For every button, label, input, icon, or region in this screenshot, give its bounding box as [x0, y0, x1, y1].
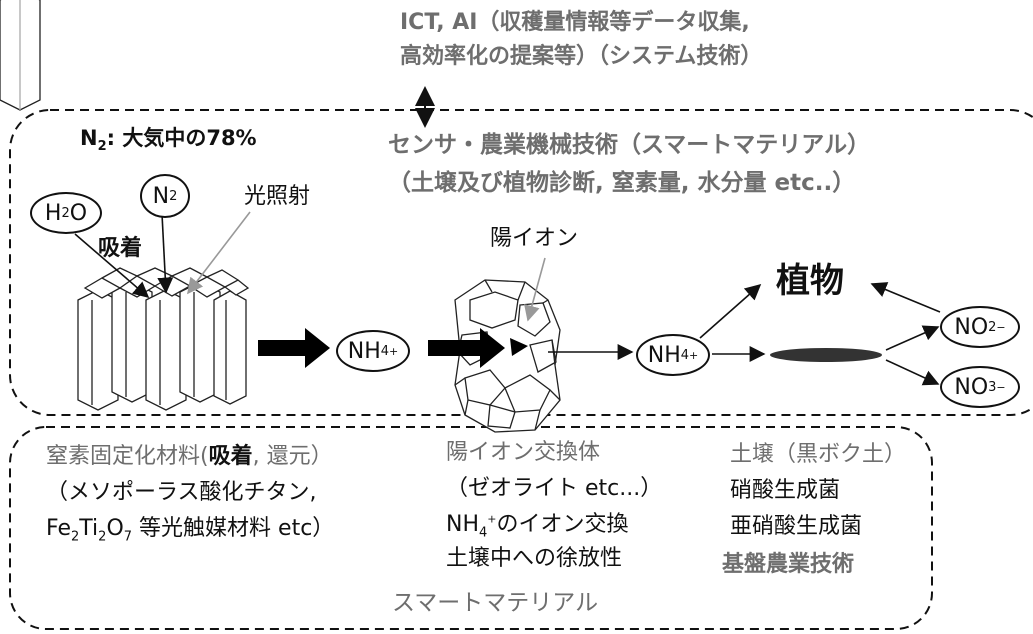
soil-andosol-title: 土壌（黒ボク土）: [730, 442, 907, 467]
photocatalyst-materials: Fe2Ti2O7 等光触媒材料 etc）: [46, 516, 335, 545]
flow-arrow-1: [258, 328, 330, 368]
slow-release-text: 土壌中への徐放性: [446, 546, 623, 571]
lower-material-box: [9, 426, 933, 630]
flow-arrow-2: [428, 328, 505, 368]
n-fixation-material-title: 窒素固定化材料(吸着, 還元）: [46, 444, 333, 469]
nitrite-bacteria: 亜硝酸生成菌: [730, 514, 863, 539]
adsorption-label: 吸着: [98, 236, 143, 261]
nh4-ion-exchange-text: NH4+のイオン交換: [446, 512, 629, 541]
n2-atmosphere-label: N2: 大気中の78%: [80, 126, 257, 155]
arrow-soil-to-no3: [885, 359, 940, 386]
soil-ellipse: [770, 348, 882, 362]
light-irradiation-label: 光照射: [244, 184, 311, 209]
arrow-nh4-to-plant: [699, 283, 762, 339]
arrow-h2o-adsorb: [74, 233, 150, 299]
cation-exchanger-title: 陽イオン交換体: [446, 440, 601, 465]
nitrate-bacteria: 硝酸生成菌: [730, 478, 841, 503]
mesoporous-titania: （メソポーラス酸化チタン,: [46, 480, 317, 505]
cation-label: 陽イオン: [490, 226, 579, 251]
arrow-soil-to-no2: [885, 325, 940, 351]
sensor-tech-line-1: センサ・農業機械技術（スマートマテリアル）: [388, 132, 871, 158]
pore-arrow: [510, 338, 528, 356]
base-agri-tech: 基盤農業技術: [722, 552, 855, 577]
arrow-cation: [524, 257, 546, 322]
plant-label: 植物: [776, 261, 844, 301]
smart-material-footer: スマートマテリアル: [392, 590, 599, 616]
ict-note-line-2: 高効率化の提案等）（システム技術）: [400, 44, 763, 69]
arrow-light: [187, 211, 251, 295]
ict-note-line-1: ICT, AI（収穫量情報等データ収集,: [400, 10, 750, 35]
zeolite-text: （ゼオライト etc...）: [446, 476, 663, 501]
sensor-tech-line-2: （土壌及び植物診断, 窒素量, 水分量 etc..）: [388, 170, 856, 196]
arrow-n2-adsorb: [157, 213, 174, 294]
arrow-no2-to-plant: [870, 282, 941, 313]
